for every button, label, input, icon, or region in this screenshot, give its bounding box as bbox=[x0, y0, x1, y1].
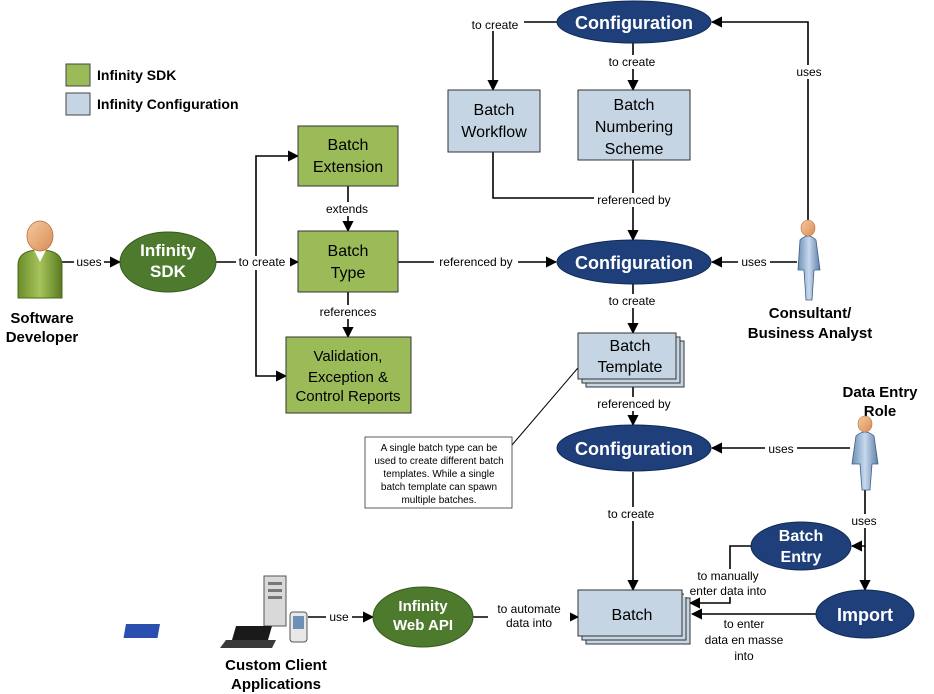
label-uses-consultant-top: uses bbox=[796, 65, 821, 79]
label-uses-import: uses bbox=[851, 514, 876, 528]
label-extends: extends bbox=[326, 202, 368, 216]
label-uses-data-entry: uses bbox=[768, 442, 793, 456]
batch-entry-line1: Batch bbox=[779, 528, 823, 545]
label-to-automate-line1: to automate bbox=[497, 602, 561, 616]
note-line3: templates. While a single bbox=[383, 469, 495, 480]
batch-extension-line1: Batch bbox=[328, 137, 369, 154]
batch-type-line2: Type bbox=[331, 265, 366, 282]
label-to-enter-line1: to enter bbox=[724, 617, 765, 631]
infinity-web-api-line1: Infinity bbox=[398, 598, 448, 615]
laptop-icon bbox=[123, 624, 276, 648]
batch-template-line2: Template bbox=[598, 359, 663, 376]
label-to-enter-line3: into bbox=[734, 649, 754, 663]
legend-config-swatch bbox=[65, 92, 91, 116]
consultant-person-icon bbox=[797, 219, 821, 301]
batch-numbering-line1: Batch bbox=[614, 97, 655, 114]
note-line2: used to create different batch bbox=[374, 456, 503, 467]
actor-developer-line1: Software bbox=[10, 310, 73, 327]
label-to-automate-line2: data into bbox=[506, 616, 552, 630]
configuration-low-node: Configuration bbox=[556, 424, 712, 472]
label-to-create-numbering: to create bbox=[609, 55, 656, 69]
label-to-create-sdk: to create bbox=[239, 255, 286, 269]
label-to-enter-line2: data en masse bbox=[705, 633, 784, 647]
batch-workflow-line2: Workflow bbox=[461, 124, 527, 141]
validation-line1: Validation, bbox=[314, 348, 383, 365]
note-line5: multiple batches. bbox=[401, 495, 476, 506]
batch-workflow-box: Batch Workflow bbox=[447, 89, 541, 153]
batch-type-box: Batch Type bbox=[297, 230, 399, 293]
legend-config-label: Infinity Configuration bbox=[97, 96, 239, 112]
configuration-low-label: Configuration bbox=[575, 439, 693, 459]
label-to-manually-line2: enter data into bbox=[690, 584, 767, 598]
configuration-mid-label: Configuration bbox=[575, 253, 693, 273]
batch-workflow-line1: Batch bbox=[474, 102, 515, 119]
server-icon bbox=[263, 575, 287, 627]
batch-template-box: Batch Template bbox=[577, 332, 685, 388]
label-referenced-by-top: referenced by bbox=[597, 193, 670, 207]
note-callout: A single batch type can be used to creat… bbox=[364, 436, 513, 509]
import-label: Import bbox=[837, 605, 893, 625]
infinity-web-api-node: Infinity Web API bbox=[372, 586, 474, 648]
validation-line3: Control Reports bbox=[295, 388, 400, 405]
actor-client-line1: Custom Client bbox=[225, 657, 327, 674]
legend: Infinity SDK Infinity Configuration bbox=[65, 63, 239, 116]
label-to-create-template: to create bbox=[609, 294, 656, 308]
configuration-top-node: Configuration bbox=[556, 0, 712, 44]
validation-line2: Exception & bbox=[308, 369, 388, 386]
note-callout-line bbox=[511, 361, 584, 446]
batch-label: Batch bbox=[612, 607, 653, 624]
software-developer-person-icon bbox=[17, 220, 63, 299]
batch-numbering-box: Batch Numbering Scheme bbox=[577, 89, 691, 161]
data-entry-person-icon bbox=[851, 415, 879, 491]
batch-entry-node: Batch Entry bbox=[750, 521, 852, 571]
edge-workflow-to-config-mid bbox=[492, 152, 633, 199]
label-uses-consultant-mid: uses bbox=[741, 255, 766, 269]
batch-extension-box: Batch Extension bbox=[297, 125, 399, 187]
actor-developer-line2: Developer bbox=[6, 329, 79, 346]
label-use-client: use bbox=[329, 610, 349, 624]
batch-extension-line2: Extension bbox=[313, 159, 383, 176]
legend-sdk-swatch bbox=[65, 63, 91, 87]
infinity-sdk-line2: SDK bbox=[150, 262, 187, 281]
configuration-top-label: Configuration bbox=[575, 13, 693, 33]
actor-consultant-line1: Consultant/ bbox=[769, 305, 852, 322]
batch-type-line1: Batch bbox=[328, 243, 369, 260]
batch-entry-line2: Entry bbox=[781, 549, 822, 566]
edge-sdk-to-validation bbox=[255, 262, 288, 382]
note-line1: A single batch type can be bbox=[381, 443, 498, 454]
label-to-create-batch: to create bbox=[608, 507, 655, 521]
validation-box: Validation, Exception & Control Reports bbox=[285, 336, 412, 414]
label-to-manually-line1: to manually bbox=[697, 569, 758, 583]
batch-box: Batch bbox=[577, 589, 691, 645]
batch-template-line1: Batch bbox=[610, 338, 651, 355]
import-node: Import bbox=[815, 589, 915, 639]
infinity-sdk-node: Infinity SDK bbox=[119, 231, 217, 293]
configuration-mid-node: Configuration bbox=[556, 239, 712, 285]
label-referenced-by-template: referenced by bbox=[597, 397, 670, 411]
batch-numbering-line2: Numbering bbox=[595, 119, 673, 136]
actor-consultant-line2: Business Analyst bbox=[748, 325, 873, 342]
label-references: references bbox=[320, 305, 377, 319]
actor-client-line2: Applications bbox=[231, 676, 321, 693]
edge-config-to-workflow bbox=[487, 21, 558, 92]
label-uses-developer: uses bbox=[76, 255, 101, 269]
note-line4: batch template can spawn bbox=[381, 482, 497, 493]
edge-sdk-to-extension bbox=[255, 150, 300, 262]
infinity-sdk-line1: Infinity bbox=[140, 241, 196, 260]
actor-data-entry-line1: Data Entry bbox=[842, 384, 918, 401]
infinity-web-api-line2: Web API bbox=[393, 617, 453, 634]
legend-sdk-label: Infinity SDK bbox=[97, 67, 176, 83]
pda-icon bbox=[289, 611, 308, 643]
label-referenced-by-type: referenced by bbox=[439, 255, 512, 269]
label-to-create-top: to create bbox=[472, 18, 519, 32]
edge-consultant-to-config-top bbox=[710, 16, 809, 225]
batch-numbering-line3: Scheme bbox=[605, 141, 664, 158]
actor-data-entry-line2: Role bbox=[864, 403, 897, 420]
